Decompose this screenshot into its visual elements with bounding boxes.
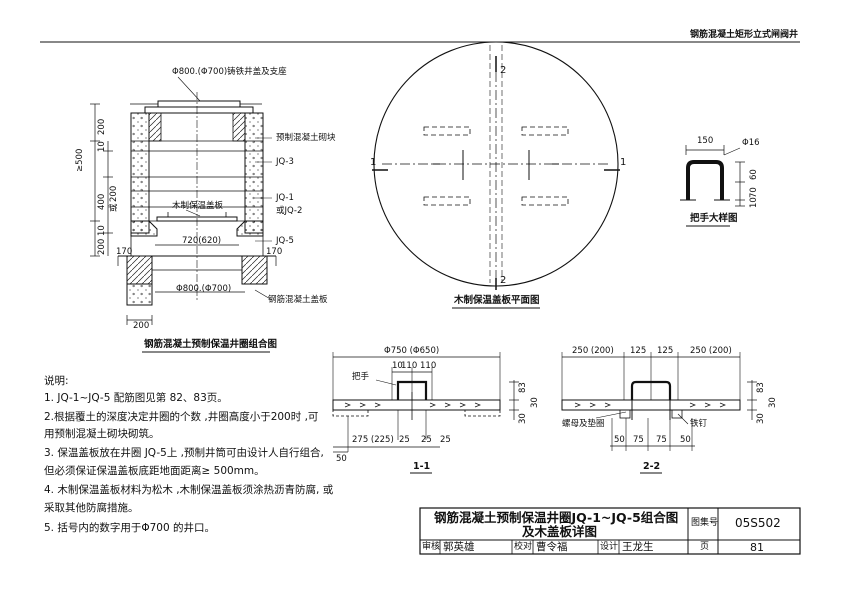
dim-250-right: 250 (200): [690, 346, 732, 356]
label-jq1: JQ-1: [276, 193, 294, 203]
atlas-label: 图集号: [691, 518, 719, 528]
section-1-1-drawing: [332, 352, 519, 474]
label-bolt-washer: 螺母及垫圈: [562, 419, 605, 429]
review-label: 审核: [422, 542, 441, 552]
dim-125-right: 125: [657, 346, 674, 356]
note-line-5: 但必须保证保温盖板底距地面距离≥ 500mm。: [44, 465, 265, 477]
check-label: 校对: [514, 542, 533, 552]
section-mark-2-top: 2: [500, 65, 507, 76]
handle-detail-drawing: [680, 145, 745, 227]
label-jq2: 或JQ-2: [276, 206, 303, 216]
dim-phi16: Φ16: [742, 138, 760, 148]
notes-heading: 说明:: [44, 375, 69, 387]
dim-200c: 200: [97, 238, 107, 255]
label-cover-seat: Φ800.(Φ700)铸铁井盖及支座: [172, 67, 287, 77]
note-line-4: 3. 保温盖板放在井圈 JQ-5上 ,预制井筒可由设计人自行组合,: [44, 447, 324, 459]
caption-1-1: 1-1: [413, 461, 431, 472]
dim-275: 275 (225): [352, 435, 394, 445]
dim-10a: 10: [97, 141, 107, 152]
dim-10-s11: 10: [392, 361, 403, 371]
dim-200b: 200: [109, 185, 119, 202]
note-line-3: 用预制混凝土砌块砌筑。: [44, 428, 160, 440]
dim-110-left: 110: [401, 361, 418, 371]
page-number: 81: [750, 541, 764, 554]
dim-83-s22: 83: [756, 382, 766, 393]
dim-30-s11: 30: [530, 397, 540, 408]
dim-50-s22-left: 50: [614, 435, 625, 445]
caption-plan: 木制保温盖板平面图: [454, 295, 540, 306]
designer-name: 王龙生: [622, 541, 654, 553]
dim-30b-s22: 30: [756, 413, 766, 424]
dim-170-right: 170: [266, 247, 283, 257]
dim-10b: 10: [97, 225, 107, 236]
header-title: 钢筋混凝土矩形立式闸阀井: [690, 30, 799, 40]
dim-720: 720(620): [182, 236, 222, 246]
dim-83-s11: 83: [518, 382, 528, 393]
dim-30b-s11: 30: [518, 413, 528, 424]
reviewer-name: 郭英雄: [443, 541, 475, 553]
assembly-section-drawing: [90, 76, 277, 353]
dim-110-right: 110: [420, 361, 437, 371]
dim-400: 400: [97, 193, 107, 210]
dim-750: Φ750 (Φ650): [384, 346, 440, 356]
caption-handle: 把手大样图: [690, 213, 738, 224]
note-line-1: 1. JQ-1~JQ-5 配筋图见第 82、83页。: [44, 392, 228, 404]
dim-50-s11: 50: [336, 454, 347, 464]
label-block: 预制混凝土砌块: [276, 133, 336, 143]
dim-60: 60: [749, 169, 759, 180]
label-jq3: JQ-3: [276, 157, 294, 167]
section-mark-2-bottom: 2: [500, 275, 507, 286]
dim-or: 或: [109, 203, 119, 212]
dim-25-a: 25: [399, 435, 410, 445]
dim-25-b: 25: [421, 435, 432, 445]
dim-25-c: 25: [440, 435, 451, 445]
section-mark-1-left: 1: [370, 157, 377, 168]
caption-assembly: 钢筋混凝土预制保温井圈组合图: [144, 339, 278, 350]
page-label: 页: [700, 542, 710, 552]
dim-75-right: 75: [656, 435, 667, 445]
dim-200-bottom: 200: [133, 321, 150, 331]
dim-125-left: 125: [630, 346, 647, 356]
section-mark-1-right: 1: [620, 157, 627, 168]
note-line-8: 5. 括号内的数字用于Φ700 的井口。: [44, 522, 215, 534]
dim-30-s22: 30: [768, 397, 778, 408]
note-line-2: 2.根据覆土的深度决定井圈的个数 ,井圈高度小于200时 ,可: [44, 411, 319, 423]
caption-2-2: 2-2: [643, 461, 661, 472]
label-nail: 铁钉: [690, 419, 708, 429]
cover-plan-drawing: [372, 41, 620, 309]
note-line-6: 4. 木制保温盖板材料为松木 ,木制保温盖板须涂热沥青防腐, 或: [44, 484, 334, 496]
dim-800: Φ800.(Φ700): [176, 284, 232, 294]
dim-75-left: 75: [633, 435, 644, 445]
dim-50-s22-right: 50: [680, 435, 691, 445]
dim-ge500: ≥500: [75, 148, 85, 172]
dim-150: 150: [697, 136, 714, 146]
label-rc-slab: 钢筋混凝土盖板: [268, 295, 328, 305]
label-wood-board: 木制保温盖板: [172, 201, 224, 211]
title-block-frame: [419, 507, 801, 555]
dim-170-left: 170: [116, 247, 133, 257]
atlas-number: 05S502: [735, 516, 781, 530]
checker-name: 曹令福: [536, 541, 568, 553]
drawing-title-line-2: 及木盖板详图: [522, 524, 598, 539]
label-jq5: JQ-5: [276, 236, 294, 246]
design-label: 设计: [600, 542, 619, 552]
dim-250-left: 250 (200): [572, 346, 614, 356]
label-handle: 把手: [352, 372, 370, 382]
section-2-2-drawing: [561, 352, 757, 474]
note-line-7: 采取其他防腐措施。: [44, 502, 139, 514]
dim-10-handle: 10: [749, 197, 759, 208]
drawing-title-line-1: 钢筋混凝土预制保温井圈JQ-1~JQ-5组合图: [434, 510, 679, 525]
dim-200a: 200: [97, 118, 107, 135]
